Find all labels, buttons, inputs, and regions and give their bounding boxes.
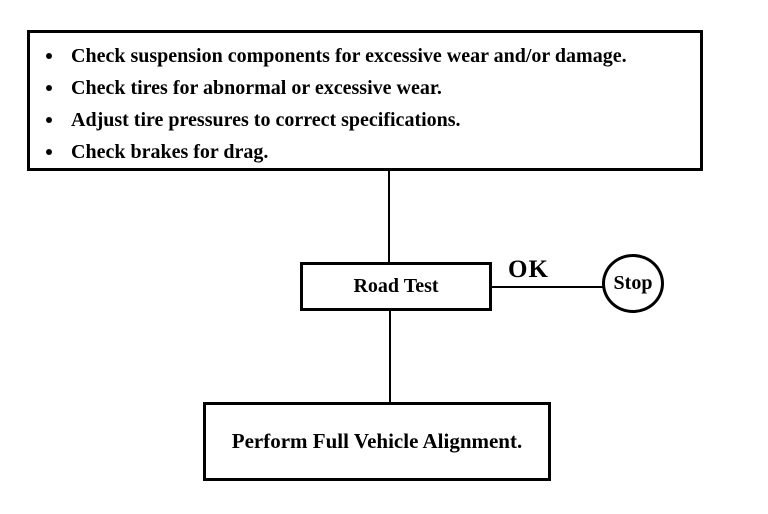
checklist-item-label: Check brakes for drag. — [71, 141, 269, 163]
checklist-item: Adjust tire pressures to correct specifi… — [30, 104, 700, 136]
road-test-node: Road Test — [300, 262, 492, 311]
checklist-item: Check tires for abnormal or excessive we… — [30, 72, 700, 104]
checklist-item: Check suspension components for excessiv… — [30, 40, 700, 72]
checklist-item-label: Check suspension components for excessiv… — [71, 45, 627, 67]
bullet-icon — [46, 149, 52, 155]
bullet-icon — [46, 53, 52, 59]
connector-roadtest-to-alignment — [389, 310, 391, 403]
alignment-node: Perform Full Vehicle Alignment. — [203, 402, 551, 481]
connector-roadtest-to-stop — [492, 286, 604, 288]
bullet-icon — [46, 85, 52, 91]
checklist-node: Check suspension components for excessiv… — [27, 30, 703, 171]
checklist-item-label: Adjust tire pressures to correct specifi… — [71, 109, 461, 131]
bullet-icon — [46, 117, 52, 123]
checklist-item: Check brakes for drag. — [30, 136, 700, 168]
stop-node: Stop — [602, 254, 664, 313]
stop-label: Stop — [613, 272, 653, 294]
ok-branch-label: OK — [508, 256, 549, 283]
connector-checklist-to-roadtest — [388, 171, 390, 263]
road-test-label: Road Test — [353, 275, 439, 297]
alignment-label: Perform Full Vehicle Alignment. — [231, 429, 523, 453]
checklist-item-label: Check tires for abnormal or excessive we… — [71, 77, 442, 99]
